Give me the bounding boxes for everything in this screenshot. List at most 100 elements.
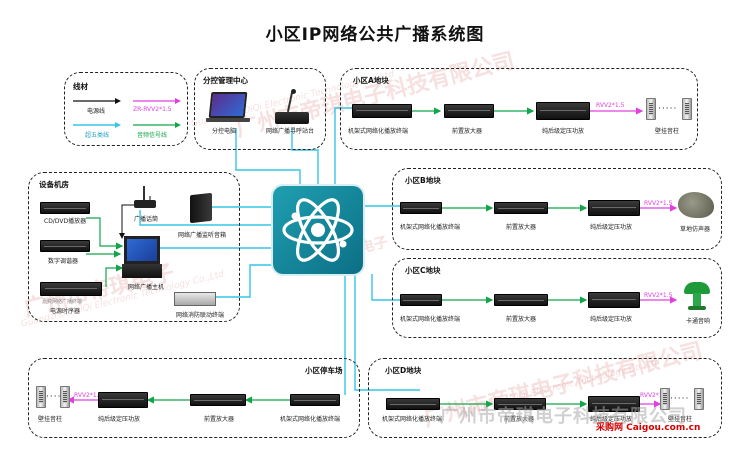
block-b-preamp-label: 前置放大器 <box>506 224 537 231</box>
parking-terminal-device <box>290 394 340 406</box>
cd-player-label: CD/DVD播放器 <box>44 218 87 225</box>
legend-power-label: 电源线 <box>87 108 106 115</box>
parking-terminal-label: 机架式网络化播放终端 <box>280 416 341 423</box>
block-a-panel: 小区A地块 <box>340 68 698 150</box>
zr-links <box>66 107 678 408</box>
block-a-speaker-1-icon <box>646 98 656 120</box>
block-d-speaker-1-icon <box>660 388 670 410</box>
parking-cable-label: RVV2*1.5 <box>74 392 103 399</box>
block-a-speaker-2-icon <box>682 98 692 120</box>
block-d-cable-label: RVV2*1.5 <box>640 392 669 399</box>
block-a-amp-device <box>536 102 590 120</box>
block-b-speaker-label: 草地仿声器 <box>680 226 711 233</box>
sequencer-top-label: 嘉奕网络广播终端 <box>42 299 83 305</box>
block-d-title: 小区D地块 <box>385 366 422 375</box>
atom-icon <box>282 198 354 262</box>
legend-panel: 线材 电源线 ZR-RVV2*1.5 超五类线 音频信号线 <box>64 72 188 146</box>
block-d-terminal-label: 机架式网络化播放终端 <box>382 416 443 423</box>
footer-company-watermark: 广州市帝琪电子科技有限公司 <box>440 406 687 427</box>
tuner-label: 数字调谐器 <box>48 258 79 265</box>
parking-panel: 小区停车场 <box>28 358 360 438</box>
block-b-terminal-device <box>400 202 442 214</box>
block-d-preamp-label: 前置放大器 <box>504 416 535 423</box>
block-c-amp-label: 纯后级定压功放 <box>590 316 633 323</box>
legend-zr-label: ZR-RVV2*1.5 <box>133 106 172 113</box>
legend-heading: 线材 <box>73 82 88 91</box>
block-d-dots: ····· <box>670 394 690 404</box>
block-c-terminal-label: 机架式网络化播放终端 <box>400 316 461 323</box>
broadcast-mic-stem-icon <box>143 186 145 200</box>
block-b-panel: 小区B地块 <box>392 168 722 250</box>
parking-speaker-label: 壁挂音柱 <box>38 416 63 423</box>
block-c-preamp-device <box>494 294 548 306</box>
block-b-terminal-label: 机架式网络化播放终端 <box>400 224 461 231</box>
parking-preamp-label: 前置放大器 <box>204 416 235 423</box>
block-b-cable-label: RVV2*1.5 <box>644 200 673 207</box>
block-a-terminal-label: 机架式网络化播放终端 <box>348 128 409 135</box>
host-rack-icon <box>122 264 162 278</box>
block-d-speaker-2-icon <box>694 388 704 410</box>
block-d-amp-device <box>588 396 640 412</box>
fire-terminal-device <box>174 292 216 306</box>
block-d-panel: 小区D地块 <box>368 358 722 438</box>
cd-player-device <box>40 202 90 214</box>
broadcast-mic-label: 广播话筒 <box>134 216 159 223</box>
control-keyboard-icon <box>206 118 250 122</box>
cartoon-speaker-stem-icon <box>693 293 701 307</box>
parking-title: 小区停车场 <box>305 366 343 375</box>
parking-dots: ····· <box>46 392 66 402</box>
fire-terminal-label: 网络消防联动终端 <box>176 312 225 319</box>
block-c-speaker-label: 卡通音响 <box>686 318 711 325</box>
parking-amp-device <box>98 392 148 408</box>
block-a-dots: ····· <box>658 104 678 114</box>
legend-swatches <box>73 98 181 128</box>
sequencer-label: 电源时序器 <box>50 308 81 315</box>
control-pc-icon <box>208 92 248 118</box>
block-a-preamp-label: 前置放大器 <box>452 128 483 135</box>
paging-console-icon <box>275 112 309 124</box>
block-a-terminal-device <box>352 104 412 118</box>
block-a-speaker-label: 壁挂音柱 <box>655 128 680 135</box>
legend-audio-label: 音频信号线 <box>137 132 168 139</box>
cartoon-speaker-base-icon <box>688 306 706 310</box>
block-c-panel: 小区C地块 <box>392 258 722 338</box>
paging-console-label: 网络广播寻呼站台 <box>266 128 315 135</box>
parking-preamp-device <box>190 394 246 406</box>
sequencer-device <box>40 282 102 296</box>
monitor-speaker-icon <box>190 192 212 224</box>
paging-mic-head-icon <box>291 89 296 94</box>
block-c-cable-label: RVV2*1.5 <box>644 292 673 299</box>
cartoon-speaker-cap-icon <box>684 282 710 294</box>
block-b-title: 小区B地块 <box>405 176 441 185</box>
broadcast-mic-icon <box>134 200 156 208</box>
parking-amp-label: 纯后级定压功放 <box>98 416 141 423</box>
diagram-title: 小区IP网络公共广播系统图 <box>265 25 485 45</box>
lawn-speaker-icon <box>678 192 714 218</box>
monitor-speaker-label: 网络广播监听音箱 <box>178 232 227 239</box>
footer-site-watermark: 采购网 Caigou.com.cn <box>596 423 701 433</box>
block-d-preamp-device <box>494 398 546 410</box>
cat5-links <box>139 107 420 395</box>
legend-cat5-label: 超五类线 <box>85 132 110 139</box>
block-d-amp-label: 纯后级定压功放 <box>590 416 633 423</box>
host-label: 网络广播主机 <box>128 284 165 291</box>
host-monitor-icon <box>124 236 160 264</box>
network-hub-icon <box>273 186 363 274</box>
block-d-terminal-device <box>386 398 440 410</box>
block-a-title: 小区A地块 <box>353 76 389 85</box>
control-center-panel: 分控管理中心 <box>194 68 326 150</box>
parking-speaker-1-icon <box>36 386 46 408</box>
block-c-amp-device <box>588 292 640 308</box>
block-b-amp-device <box>588 200 640 216</box>
block-b-amp-label: 纯后级定压功放 <box>590 224 633 231</box>
control-center-title: 分控管理中心 <box>203 76 248 85</box>
block-c-terminal-device <box>400 294 442 306</box>
block-c-preamp-label: 前置放大器 <box>506 316 537 323</box>
block-c-title: 小区C地块 <box>405 266 441 275</box>
block-b-preamp-device <box>494 202 548 214</box>
tuner-device <box>40 240 90 252</box>
block-d-speaker-label: 壁挂音柱 <box>668 416 693 423</box>
equipment-room-panel: 设备机房 <box>28 172 240 322</box>
block-a-cable-label: RVV2*1.5 <box>596 102 625 109</box>
